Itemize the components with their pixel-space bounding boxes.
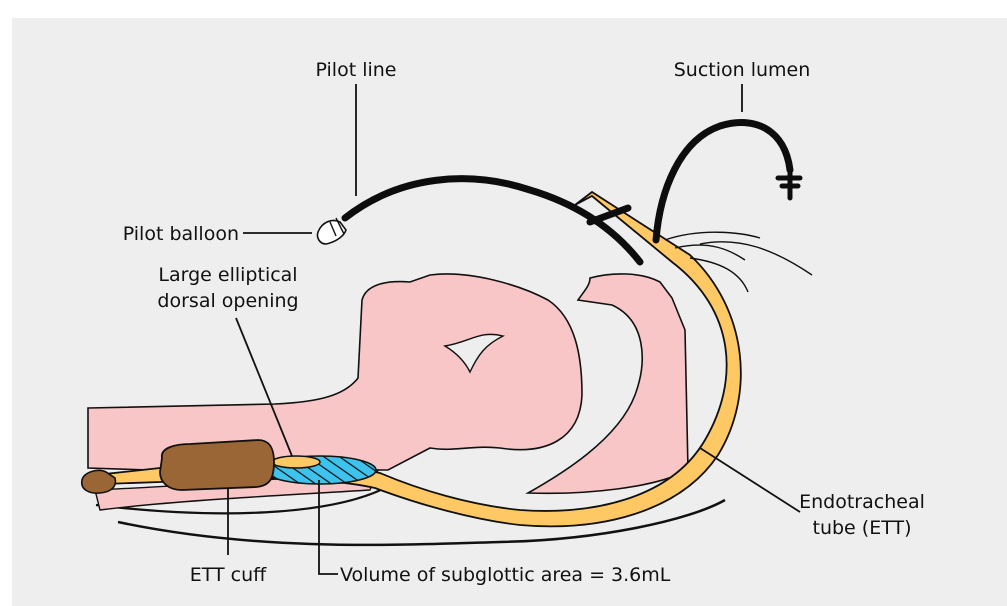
suction-connector [778,170,800,198]
label-ett-2: tube (ETT) [813,517,912,539]
label-dorsal-opening-2: dorsal opening [157,290,298,312]
label-subglottic-volume: Volume of subglottic area = 3.6mL [340,564,671,586]
label-pilot-balloon: Pilot balloon [123,223,239,245]
ett-cuff[interactable] [160,440,274,490]
label-ett-cuff: ETT cuff [190,564,267,586]
label-pilot-line: Pilot line [315,59,396,81]
label-ett-1: Endotracheal [799,491,925,513]
suction-lumen [656,123,790,240]
pilot-balloon[interactable] [317,218,346,244]
subglottic-leader [319,480,338,574]
label-suction-lumen: Suction lumen [674,59,811,81]
ett-leader [700,448,800,512]
label-dorsal-opening-1: Large elliptical [158,264,297,286]
dorsal-opening [272,456,320,468]
